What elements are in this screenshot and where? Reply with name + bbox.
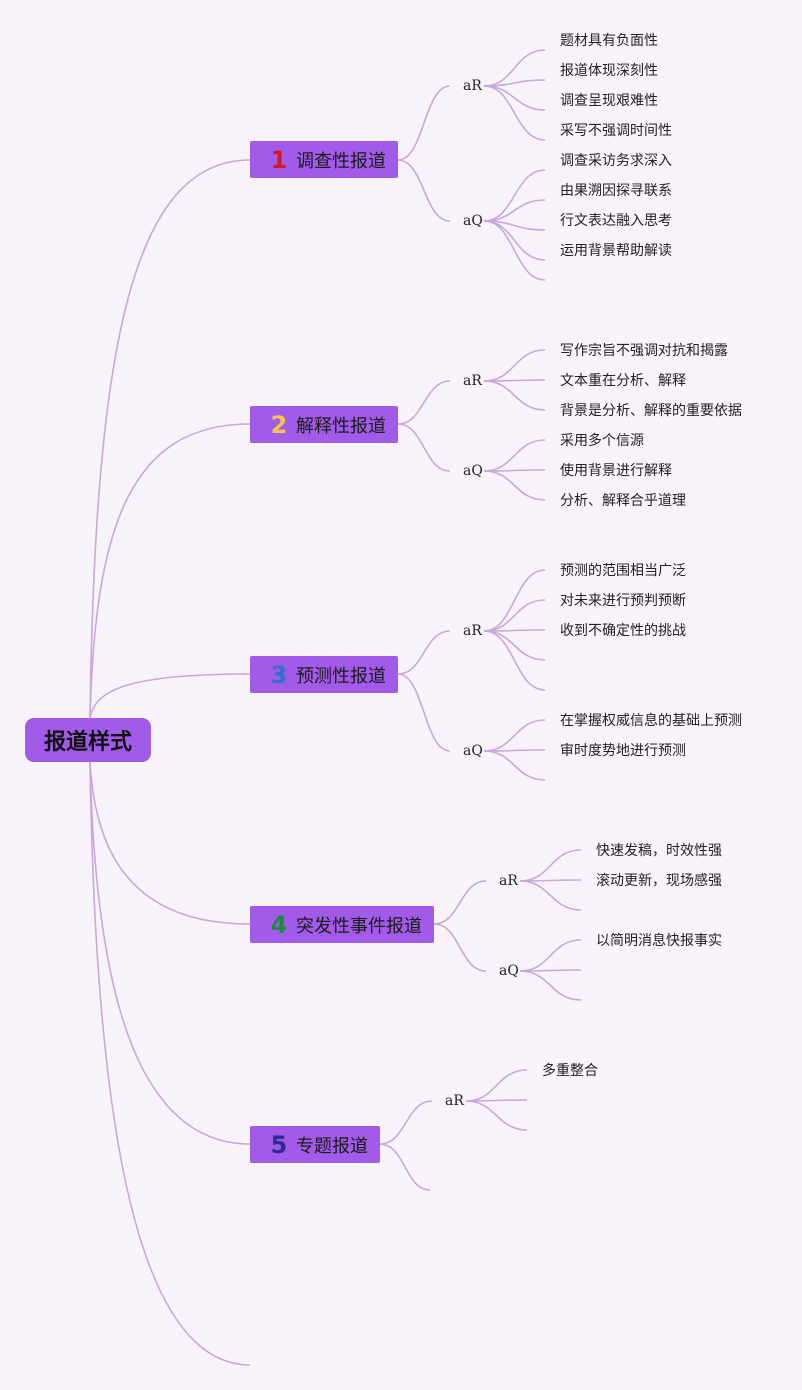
branch-1-number: 1 (270, 145, 288, 174)
leaf-2-aq-3[interactable]: 分析、解释合乎道理 (560, 493, 686, 509)
leaf-4-ar-1[interactable]: 快速发稿，时效性强 (596, 843, 722, 859)
leaf-1-aq-1[interactable]: 调查采访务求深入 (560, 153, 672, 169)
leaf-edge (483, 85, 546, 141)
leaf-1-aq-3[interactable]: 行文表达融入思考 (560, 213, 672, 229)
leaf-edge (519, 970, 582, 1001)
leaf-edge (483, 599, 546, 632)
leaf-2-aq-2[interactable]: 使用背景进行解释 (560, 463, 672, 479)
branch-edge (433, 880, 487, 925)
leaf-2-ar-2[interactable]: 文本重在分析、解释 (560, 373, 686, 389)
leaf-4-ar-2[interactable]: 滚动更新，现场感强 (596, 873, 722, 889)
branch-edge (397, 85, 451, 161)
branch-1-topic[interactable]: 1 调查性报道 (250, 141, 398, 178)
branch-3-label: 预测性报道 (296, 665, 386, 687)
leaf-edge (483, 630, 546, 691)
branch-5-number: 5 (270, 1130, 288, 1159)
branch-edge (397, 630, 451, 675)
leaf-edge (483, 79, 546, 87)
branch-2-group-aq[interactable]: aQ (463, 463, 483, 479)
root-edge-6 (89, 761, 251, 1366)
root-edge-4 (89, 761, 251, 925)
branch-4-label: 突发性事件报道 (296, 915, 422, 937)
leaf-5-ar-1[interactable]: 多重整合 (542, 1063, 598, 1079)
leaf-1-aq-4[interactable]: 运用背景帮助解读 (560, 243, 672, 259)
branch-edge (433, 923, 487, 972)
leaf-2-ar-3[interactable]: 背景是分析、解释的重要依据 (560, 403, 742, 419)
branch-2-group-ar[interactable]: aR (463, 373, 482, 389)
root-edge-5 (89, 761, 251, 1145)
root-edge-1 (89, 159, 251, 719)
leaf-edge (483, 199, 546, 222)
leaf-3-ar-1[interactable]: 预测的范围相当广泛 (560, 563, 686, 579)
leaf-edge (519, 939, 582, 972)
root-label: 报道样式 (43, 730, 132, 755)
branch-4-group-aq[interactable]: aQ (499, 963, 519, 979)
leaf-edge (483, 630, 546, 661)
branch-4-group-ar[interactable]: aR (499, 873, 518, 889)
leaf-3-aq-2[interactable]: 审时度势地进行预测 (560, 743, 686, 759)
branch-1-group-aq[interactable]: aQ (463, 213, 483, 229)
branch-5-label: 专题报道 (296, 1135, 368, 1157)
branch-3-group-aq[interactable]: aQ (463, 743, 483, 759)
leaf-edge (519, 880, 582, 911)
branch-5-group-ar[interactable]: aR (445, 1093, 464, 1109)
branch-edge (397, 159, 451, 222)
branch-2-topic[interactable]: 2 解释性报道 (250, 406, 398, 443)
leaf-edge (483, 220, 546, 281)
branch-2-number: 2 (270, 410, 288, 439)
root-edge-3 (89, 673, 251, 719)
branch-4-number: 4 (270, 910, 288, 939)
leaf-edge (483, 719, 546, 752)
leaf-3-ar-3[interactable]: 收到不确定性的挑战 (560, 623, 686, 639)
branch-edge (397, 673, 451, 752)
leaf-edge (483, 85, 546, 111)
branch-3-group-ar[interactable]: aR (463, 623, 482, 639)
leaf-1-ar-4[interactable]: 采写不强调时间性 (560, 123, 672, 139)
leaf-edge (519, 849, 582, 882)
leaf-edge (483, 569, 546, 632)
leaf-3-aq-1[interactable]: 在掌握权威信息的基础上预测 (560, 713, 742, 729)
branch-1-group-ar[interactable]: aR (463, 78, 482, 94)
branch-2-label: 解释性报道 (296, 415, 386, 437)
branch-3-number: 3 (270, 660, 288, 689)
leaf-edge (483, 349, 546, 382)
leaf-edge (465, 1069, 528, 1102)
leaf-edge (483, 220, 546, 261)
root-edge-2 (89, 423, 251, 719)
leaf-edge (483, 470, 546, 501)
branch-edge-empty (379, 1143, 431, 1191)
leaf-edge (483, 169, 546, 222)
branch-edge (397, 423, 451, 472)
leaf-edge (483, 380, 546, 411)
leaf-3-ar-2[interactable]: 对未来进行预判预断 (560, 593, 686, 609)
branch-1-label: 调查性报道 (296, 150, 386, 172)
branch-3-topic[interactable]: 3 预测性报道 (250, 656, 398, 693)
branch-edge (397, 380, 451, 425)
branch-4-topic[interactable]: 4 突发性事件报道 (250, 906, 434, 943)
leaf-edge (483, 439, 546, 472)
leaf-edge (483, 750, 546, 781)
leaf-1-ar-1[interactable]: 题材具有负面性 (560, 33, 658, 49)
branch-5-topic[interactable]: 5 专题报道 (250, 1126, 380, 1163)
leaf-1-ar-2[interactable]: 报道体现深刻性 (560, 63, 658, 79)
leaf-2-ar-1[interactable]: 写作宗旨不强调对抗和揭露 (560, 343, 728, 359)
leaf-1-ar-3[interactable]: 调查呈现艰难性 (560, 93, 658, 109)
branch-edge (379, 1100, 433, 1145)
leaf-2-aq-1[interactable]: 采用多个信源 (560, 433, 644, 449)
leaf-4-aq-1[interactable]: 以简明消息快报事实 (596, 933, 722, 949)
root-topic[interactable]: 报道样式 (25, 718, 151, 762)
leaf-1-aq-2[interactable]: 由果溯因探寻联系 (560, 183, 672, 199)
leaf-edge (465, 1100, 528, 1131)
